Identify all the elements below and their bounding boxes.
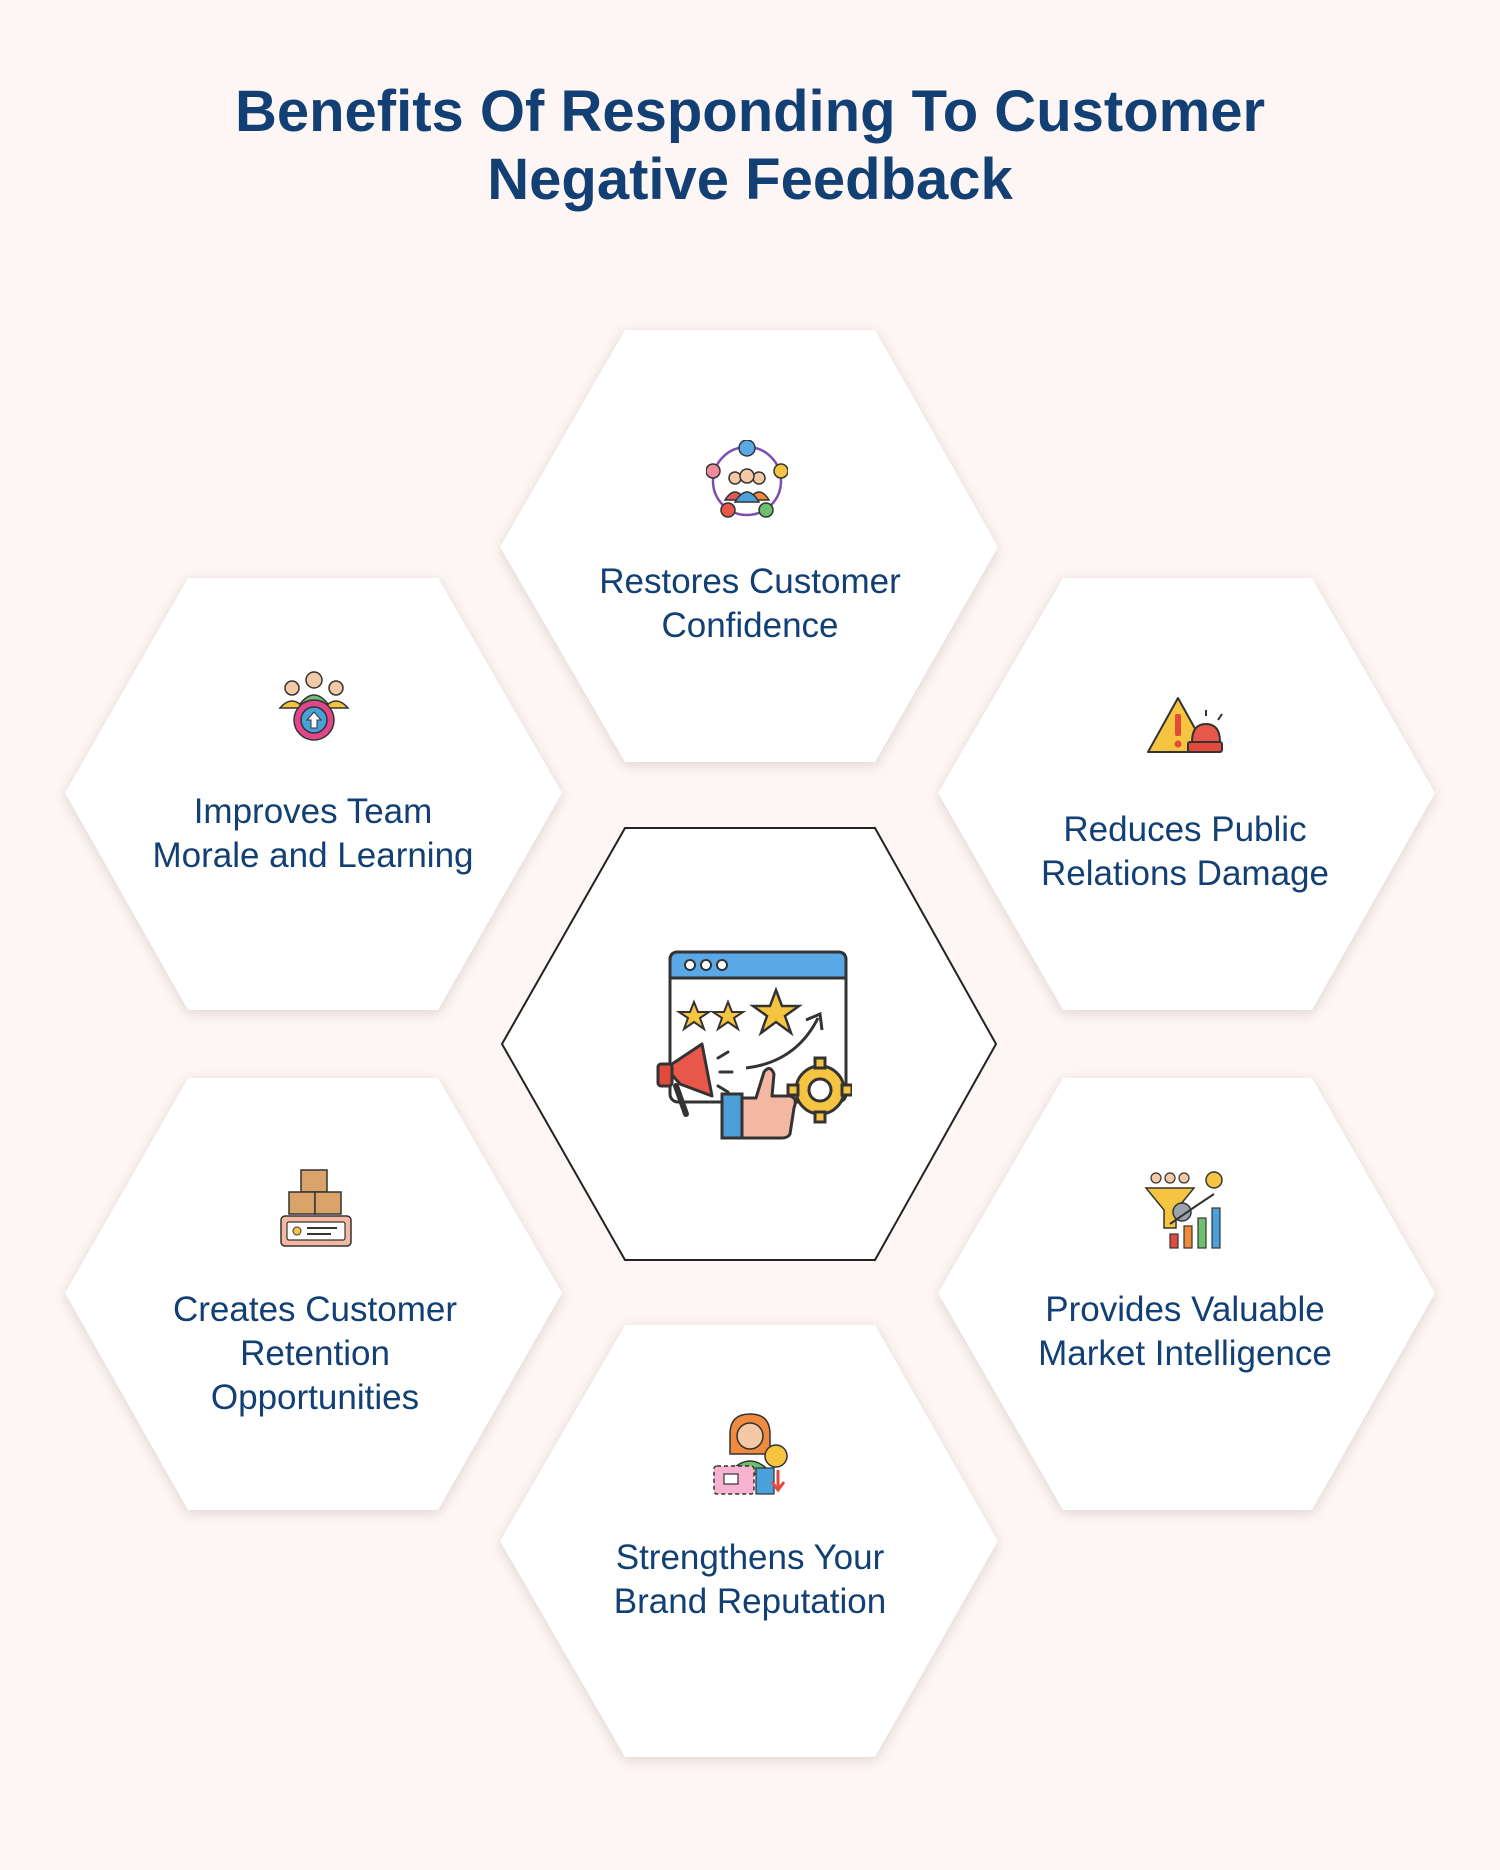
- customer-circle-icon: [706, 440, 788, 518]
- team-gear-icon: [278, 671, 350, 741]
- feedback-rating-icon: [656, 950, 852, 1140]
- page-title: Benefits Of Responding To Customer Negat…: [234, 79, 1266, 212]
- label-restores-confidence: Restores Customer Confidence: [599, 562, 901, 645]
- hex-brand-reputation: [500, 1325, 998, 1757]
- hex-market-intelligence: [938, 1078, 1435, 1510]
- label-brand-reputation: Strengthens Your Brand Reputation: [613, 1538, 887, 1621]
- label-creates-retention: Creates Customer Retention Opportunities: [173, 1290, 457, 1417]
- brand-reputation-icon: [713, 1413, 788, 1495]
- boxes-card-icon: [280, 1169, 352, 1247]
- hex-improves-morale: [65, 578, 562, 1010]
- label-reduces-pr-damage: Reduces Public Relations Damage: [1041, 810, 1329, 893]
- funnel-chart-icon: [1144, 1171, 1223, 1249]
- hex-reduces-pr-damage: [938, 578, 1435, 1010]
- label-market-intelligence: Provides Valuable Market Intelligence: [1038, 1290, 1332, 1373]
- warning-siren-icon: [1147, 697, 1223, 753]
- label-improves-morale: Improves Team Morale and Learning: [152, 792, 474, 875]
- hex-restores-confidence: [500, 330, 998, 762]
- hex-creates-retention: [65, 1078, 562, 1510]
